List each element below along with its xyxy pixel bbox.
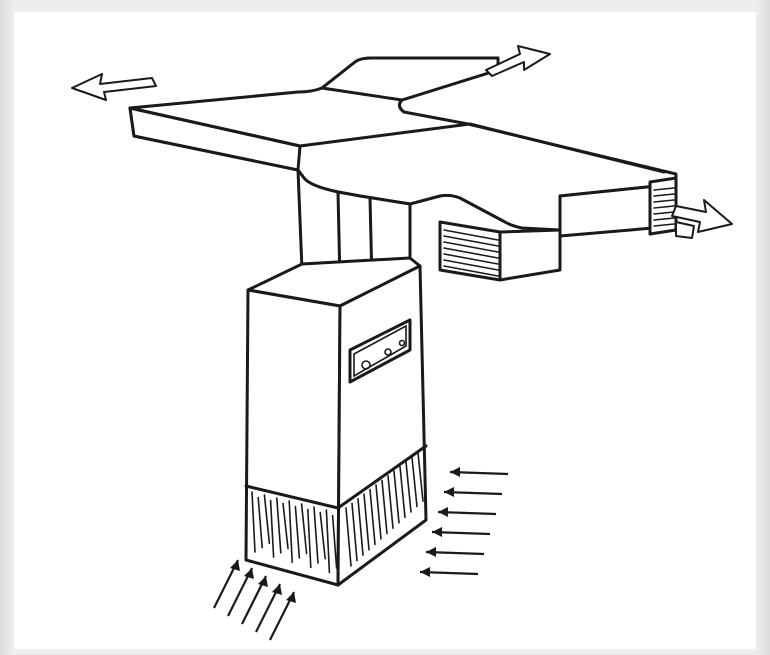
return-arrow-head <box>272 584 282 595</box>
grille-louver <box>257 496 264 549</box>
return-airflow-arrows-front-icon <box>213 559 296 641</box>
grille-louver <box>417 451 424 503</box>
return-arrow-head <box>450 467 460 477</box>
control-panel-icon <box>348 318 412 384</box>
grille-louver <box>288 500 294 564</box>
grille-louver <box>345 507 352 567</box>
supply-airflow-arrow-right-icon <box>671 199 733 239</box>
grille-louver <box>294 505 301 559</box>
supply-airflow-arrow-top-icon <box>485 45 551 77</box>
grille-louver <box>319 511 327 560</box>
intake-grille-icon <box>251 451 424 574</box>
grille-louver <box>300 503 308 555</box>
return-arrow-head <box>258 576 268 587</box>
grille-louver <box>357 497 364 557</box>
grille-louver <box>399 465 406 519</box>
return-arrow-head <box>286 592 296 603</box>
grille-louver <box>375 484 382 540</box>
grille-louver <box>369 488 376 546</box>
grille-louver <box>251 491 256 553</box>
grille-louver <box>393 470 400 524</box>
return-arrow-head <box>432 527 442 537</box>
grille-louver <box>411 456 418 508</box>
grille-louver <box>269 499 275 558</box>
return-airflow-arrows-side-icon <box>419 467 509 577</box>
grille-louver <box>325 509 331 574</box>
grille-louver <box>351 502 358 562</box>
duct-end-collar-icon <box>648 176 678 236</box>
return-arrow-head <box>438 507 448 517</box>
grille-louver <box>363 493 370 551</box>
grille-louver <box>405 461 412 513</box>
grille-louver <box>387 474 394 530</box>
return-arrow-head <box>244 568 254 579</box>
return-arrow-head <box>426 547 436 557</box>
grille-louver <box>331 514 338 569</box>
supply-airflow-arrow-left-icon <box>71 73 157 101</box>
return-arrow-head <box>230 560 240 571</box>
grille-louver <box>381 479 388 535</box>
grille-louver <box>275 497 282 554</box>
grille-louver <box>282 502 289 550</box>
flex-collar-icon <box>438 220 562 282</box>
grille-louver <box>306 508 312 569</box>
grille-louver <box>263 494 271 545</box>
return-arrow-head <box>420 567 430 577</box>
grille-louver <box>313 506 319 564</box>
return-arrow-head <box>444 487 454 497</box>
